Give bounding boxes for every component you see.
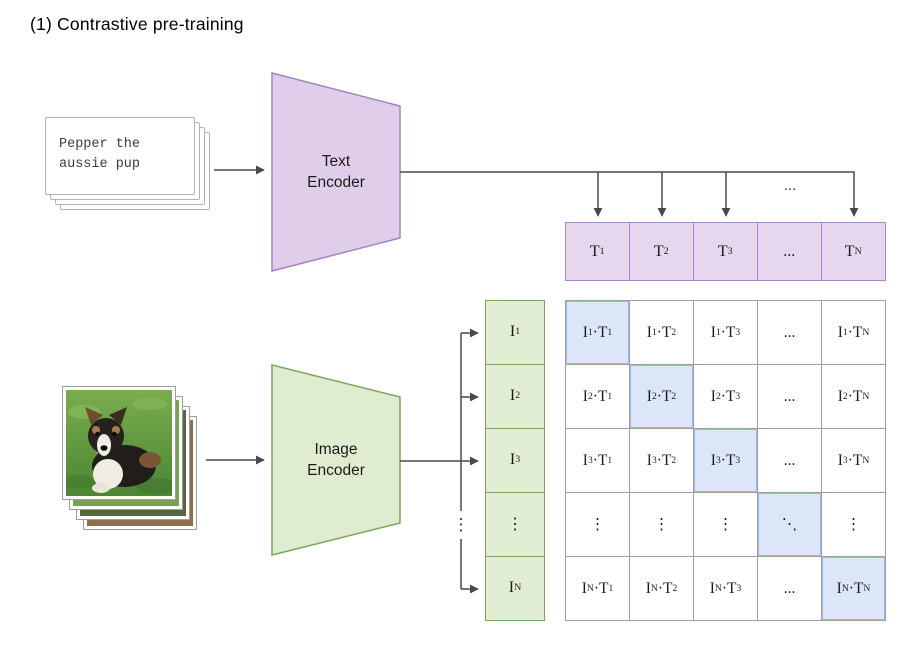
matrix-cell-4-4: ⋱: [758, 493, 821, 556]
image-branch-vdots: ⋮: [451, 511, 471, 539]
text-caption: Pepper the aussie pup: [46, 118, 194, 175]
text-encoder-shape: [271, 72, 401, 272]
image-encoder-shape: [271, 364, 401, 556]
image-encoder-output-arrows: [400, 328, 479, 594]
text-caption-line1: Pepper the: [59, 137, 141, 152]
text-embedding-ellipsis: ...: [758, 223, 821, 280]
figure-title: (1) Contrastive pre-training: [30, 14, 244, 34]
matrix-cell-3-4: ...: [758, 429, 821, 492]
matrix-cell-4-2: ⋮: [630, 493, 693, 556]
text-encoder-label: Text Encoder: [272, 151, 400, 193]
text-encoder-label-line2: Encoder: [307, 174, 365, 191]
image-input-stack: [63, 387, 208, 535]
puppy-illustration: [64, 390, 176, 496]
output-arrows-ellipsis: ...: [783, 177, 797, 194]
matrix-cell-4-3: ⋮: [694, 493, 757, 556]
text-caption-line2: aussie pup: [59, 157, 141, 172]
text-card-front: Pepper the aussie pup: [45, 117, 195, 195]
image-encoder-label-line2: Encoder: [307, 462, 365, 479]
matrix-cell-2-4: ...: [758, 365, 821, 428]
matrix-cell-1-4: ...: [758, 301, 821, 364]
text-encoder-label-line1: Text: [321, 153, 351, 170]
image-encoder-label-line1: Image: [314, 441, 358, 458]
matrix-cell-4-1: ⋮: [566, 493, 629, 556]
matrix-cell-5-4: ...: [758, 557, 821, 620]
matrix-cell-4-5: ⋮: [822, 493, 885, 556]
image-encoder-label: Image Encoder: [272, 439, 400, 481]
text-encoder-output-arrows: [400, 171, 859, 217]
puppy-photo: [63, 387, 176, 499]
image-embedding-vdots: ⋮: [486, 493, 544, 556]
